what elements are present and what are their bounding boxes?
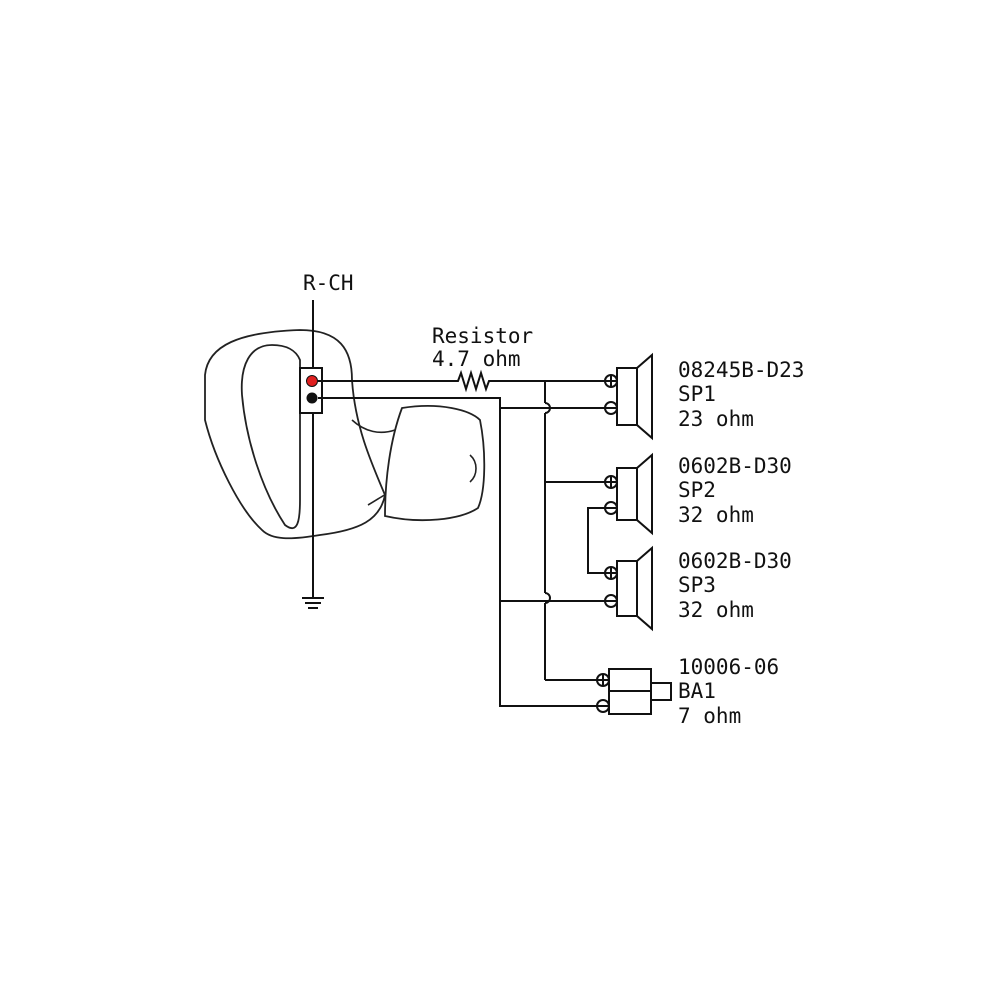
positive-terminal-dot xyxy=(306,375,318,387)
channel-label: R-CH xyxy=(303,271,354,295)
sp1-impedance: 23 ohm xyxy=(678,407,754,431)
connector-socket xyxy=(299,367,323,414)
eartip xyxy=(384,405,486,521)
sp2-model: 0602B-D30 xyxy=(678,454,792,478)
ba1-id: BA1 xyxy=(678,679,716,703)
wiring xyxy=(318,369,605,707)
ba1-model: 10006-06 xyxy=(678,655,779,679)
resistor-label: Resistor xyxy=(432,324,533,348)
sp2-id: SP2 xyxy=(678,478,716,502)
sp3-labels: 0602B-D30 SP3 32 ohm xyxy=(678,549,792,622)
eartip-ridge xyxy=(469,454,477,483)
speaker-sp3-icon xyxy=(604,545,653,632)
resistor-value: 4.7 ohm xyxy=(432,347,521,371)
ba1-labels: 10006-06 BA1 7 ohm xyxy=(678,655,779,728)
sp1-id: SP1 xyxy=(678,382,716,406)
sp2-impedance: 32 ohm xyxy=(678,503,754,527)
ba1-impedance: 7 ohm xyxy=(678,704,741,728)
negative-terminal-dot xyxy=(306,392,318,404)
sp3-id: SP3 xyxy=(678,573,716,597)
earphone-faceplate xyxy=(240,344,301,530)
ground xyxy=(302,300,324,609)
sp3-model: 0602B-D30 xyxy=(678,549,792,573)
sp3-impedance: 32 ohm xyxy=(678,598,754,622)
earphone-illustration xyxy=(204,329,486,540)
sp1-model: 08245B-D23 xyxy=(678,358,804,382)
sp2-labels: 0602B-D30 SP2 32 ohm xyxy=(678,454,792,527)
speaker-sp2-icon xyxy=(604,452,653,536)
balanced-armature-ba1-icon xyxy=(596,668,672,715)
sp1-labels: 08245B-D23 SP1 23 ohm xyxy=(678,358,804,431)
speaker-sp1-icon xyxy=(604,352,653,441)
